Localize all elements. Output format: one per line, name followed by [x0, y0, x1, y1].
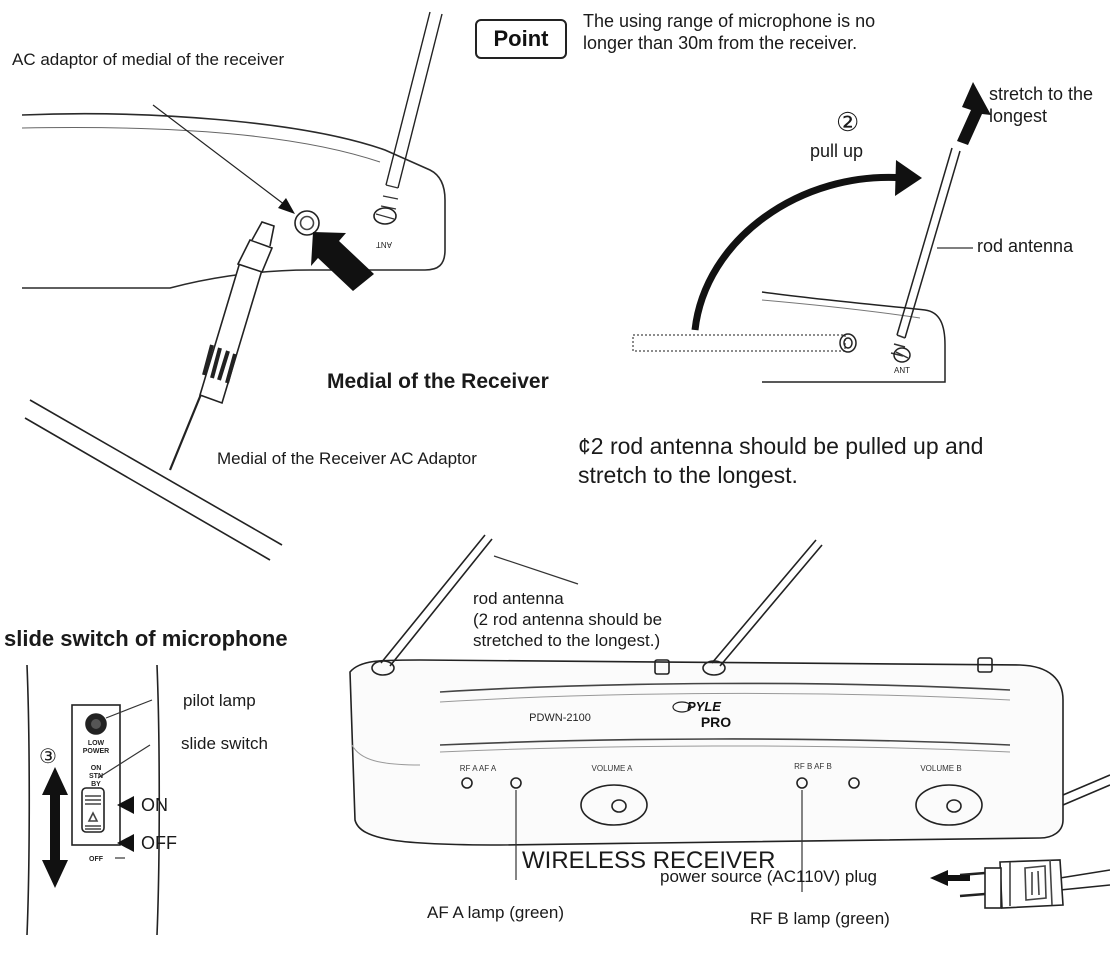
- switch-pos-by: BY: [91, 781, 101, 788]
- volume-b-label: VOLUME B: [920, 764, 961, 773]
- switch-pos-stn: STN: [89, 773, 103, 780]
- receiver-rod-antenna-line1: rod antenna: [473, 589, 564, 608]
- low-power-text-1: LOW: [88, 740, 105, 747]
- off-pointer-icon: [117, 834, 134, 852]
- mic-switch-figure: [26, 664, 161, 936]
- receiver-rod-antenna-line3: stretched to the longest.): [473, 631, 661, 650]
- point-text-line2: longer than 30m from the receiver.: [583, 33, 858, 53]
- ac-adaptor-label: AC adaptor of medial of the receiver: [12, 50, 285, 69]
- pull-up-arrowhead-icon: [895, 160, 922, 196]
- insert-arrow-icon: [311, 232, 374, 291]
- rod-antenna-label: rod antenna: [977, 236, 1074, 256]
- antenna-note-line2: stretch to the longest.: [578, 462, 798, 488]
- slide-switch-label: slide switch: [181, 734, 268, 753]
- stretch-arrow-icon: [957, 82, 991, 145]
- point-badge: Point: [475, 19, 567, 59]
- medial-heading: Medial of the Receiver: [327, 370, 549, 393]
- pointer-arrowhead-icon: [278, 198, 295, 214]
- switch-pos-off: OFF: [89, 856, 104, 863]
- step-2-number: ②: [836, 107, 860, 137]
- point-text-line1: The using range of microphone is no: [583, 11, 876, 31]
- brand-logo-icon: [672, 701, 692, 713]
- af-a-lamp-label: AF A lamp (green): [427, 903, 565, 922]
- plug-arrow-icon: [930, 870, 970, 886]
- switch-pos-on: ON: [91, 765, 102, 772]
- antenna-pullup-figure: [632, 147, 973, 383]
- pull-up-label: pull up: [810, 141, 864, 161]
- medial-ant-mark: ANT: [376, 240, 392, 249]
- pull-up-arc-icon: [691, 173, 906, 331]
- stretch-label-line2: longest: [989, 106, 1048, 126]
- antenna-note-line1: ¢2 rod antenna should be pulled up and: [578, 433, 984, 459]
- medial-caption: Medial of the Receiver AC Adaptor: [217, 449, 477, 468]
- receiver-model: PDWN-2100: [529, 712, 591, 724]
- brand-pyle: PYLE: [687, 699, 721, 714]
- rf-b-lamp-label: RF B lamp (green): [750, 909, 890, 928]
- antenna-ant-mark: ANT: [894, 366, 910, 375]
- off-label: OFF: [141, 833, 177, 853]
- power-plug-label: power source (AC110V) plug: [660, 867, 878, 886]
- receiver-rod-antenna-line2: (2 rod antenna should be: [473, 610, 663, 629]
- slide-direction-arrow-icon: [42, 767, 68, 888]
- on-pointer-icon: [117, 796, 134, 814]
- low-power-text-2: POWER: [83, 748, 109, 755]
- brand-pro: PRO: [701, 714, 731, 730]
- rf-af-a-label: RF A AF A: [460, 764, 497, 773]
- step-3-number: ③: [39, 746, 57, 768]
- rf-af-b-label: RF B AF B: [794, 762, 832, 771]
- wireless-receiver-figure: [349, 534, 1110, 909]
- mic-switch-heading: slide switch of microphone: [4, 626, 288, 651]
- medial-receiver-figure: [21, 11, 446, 561]
- receiver-title: WIRELESS RECEIVER: [522, 847, 776, 874]
- volume-a-label: VOLUME A: [592, 764, 634, 773]
- stretch-label-line1: stretch to the: [989, 84, 1094, 104]
- pilot-lamp-label: pilot lamp: [183, 691, 256, 710]
- on-label: ON: [141, 795, 168, 815]
